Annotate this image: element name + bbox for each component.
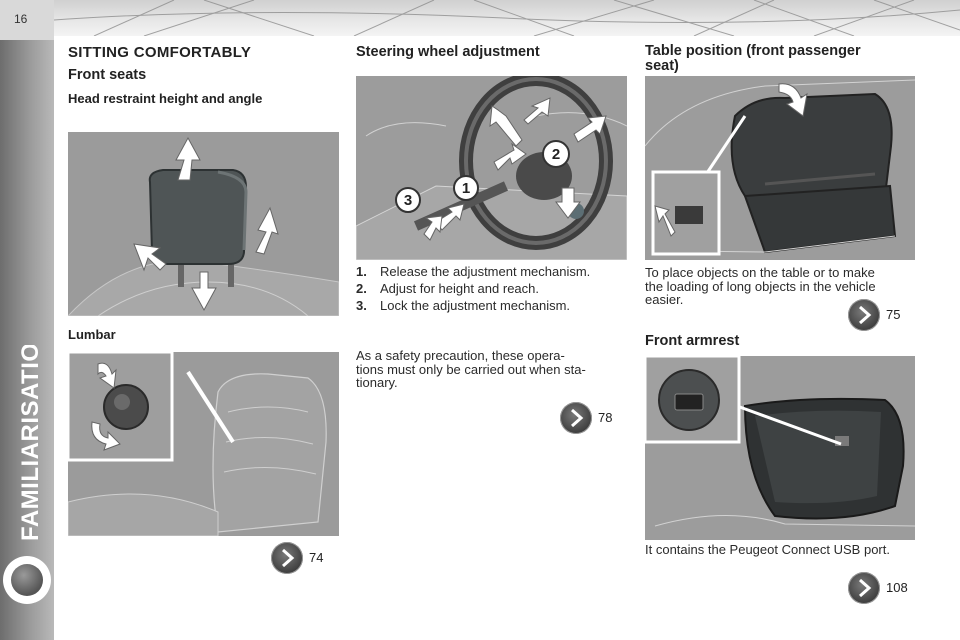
reference-circle-icon	[560, 402, 592, 434]
reference-circle-icon	[848, 572, 880, 604]
reference-page: 108	[886, 580, 908, 595]
section-title: SITTING COMFORTABLY	[68, 44, 252, 61]
list-item: 2.Adjust for height and reach.	[356, 281, 539, 296]
callout-3: 3	[404, 192, 412, 209]
reference-page: 74	[309, 550, 324, 565]
steering-title: Steering wheel adjustment	[356, 44, 540, 60]
reference-circle-icon	[271, 542, 303, 574]
callout-1: 1	[462, 180, 470, 197]
list-item: 1.Release the adjustment mechanism.	[356, 264, 591, 279]
chapter-tab: FAMILIARISATION	[8, 345, 48, 545]
head-restraint-illustration	[68, 132, 339, 316]
chevron-right-icon	[859, 578, 872, 598]
reference-circle-icon	[848, 299, 880, 331]
table-description: To place objects on the table or to make…	[645, 265, 876, 307]
lumbar-illustration	[68, 352, 339, 536]
page-number: 16	[0, 0, 54, 40]
reference-page: 78	[598, 410, 613, 425]
steering-steps: 1.Release the adjustment mechanism. 2.Ad…	[356, 263, 590, 314]
safety-note: As a safety precaution, these opera- tio…	[356, 348, 586, 390]
front-seats-title: Front seats	[68, 67, 147, 83]
chevron-right-icon	[282, 548, 295, 568]
armrest-illustration	[645, 356, 915, 540]
sidebar-tab	[0, 0, 54, 640]
table-illustration	[645, 76, 915, 260]
steering-illustration: 2 1 3	[356, 76, 627, 260]
header-band	[54, 0, 960, 36]
chapter-icon	[3, 556, 51, 604]
armrest-description: It contains the Peugeot Connect USB port…	[645, 542, 890, 557]
chevron-right-icon	[571, 408, 584, 428]
reference-page: 75	[886, 307, 901, 322]
chevron-right-icon	[859, 305, 872, 325]
chapter-tab-label: FAMILIARISATION	[17, 345, 44, 541]
callout-2: 2	[552, 146, 560, 163]
armrest-title: Front armrest	[645, 333, 740, 349]
lumbar-title: Lumbar	[68, 327, 116, 342]
table-title: Table position (front passenger seat)	[645, 43, 861, 74]
head-restraint-title: Head restraint height and angle	[68, 91, 263, 106]
list-item: 3.Lock the adjustment mechanism.	[356, 298, 571, 313]
